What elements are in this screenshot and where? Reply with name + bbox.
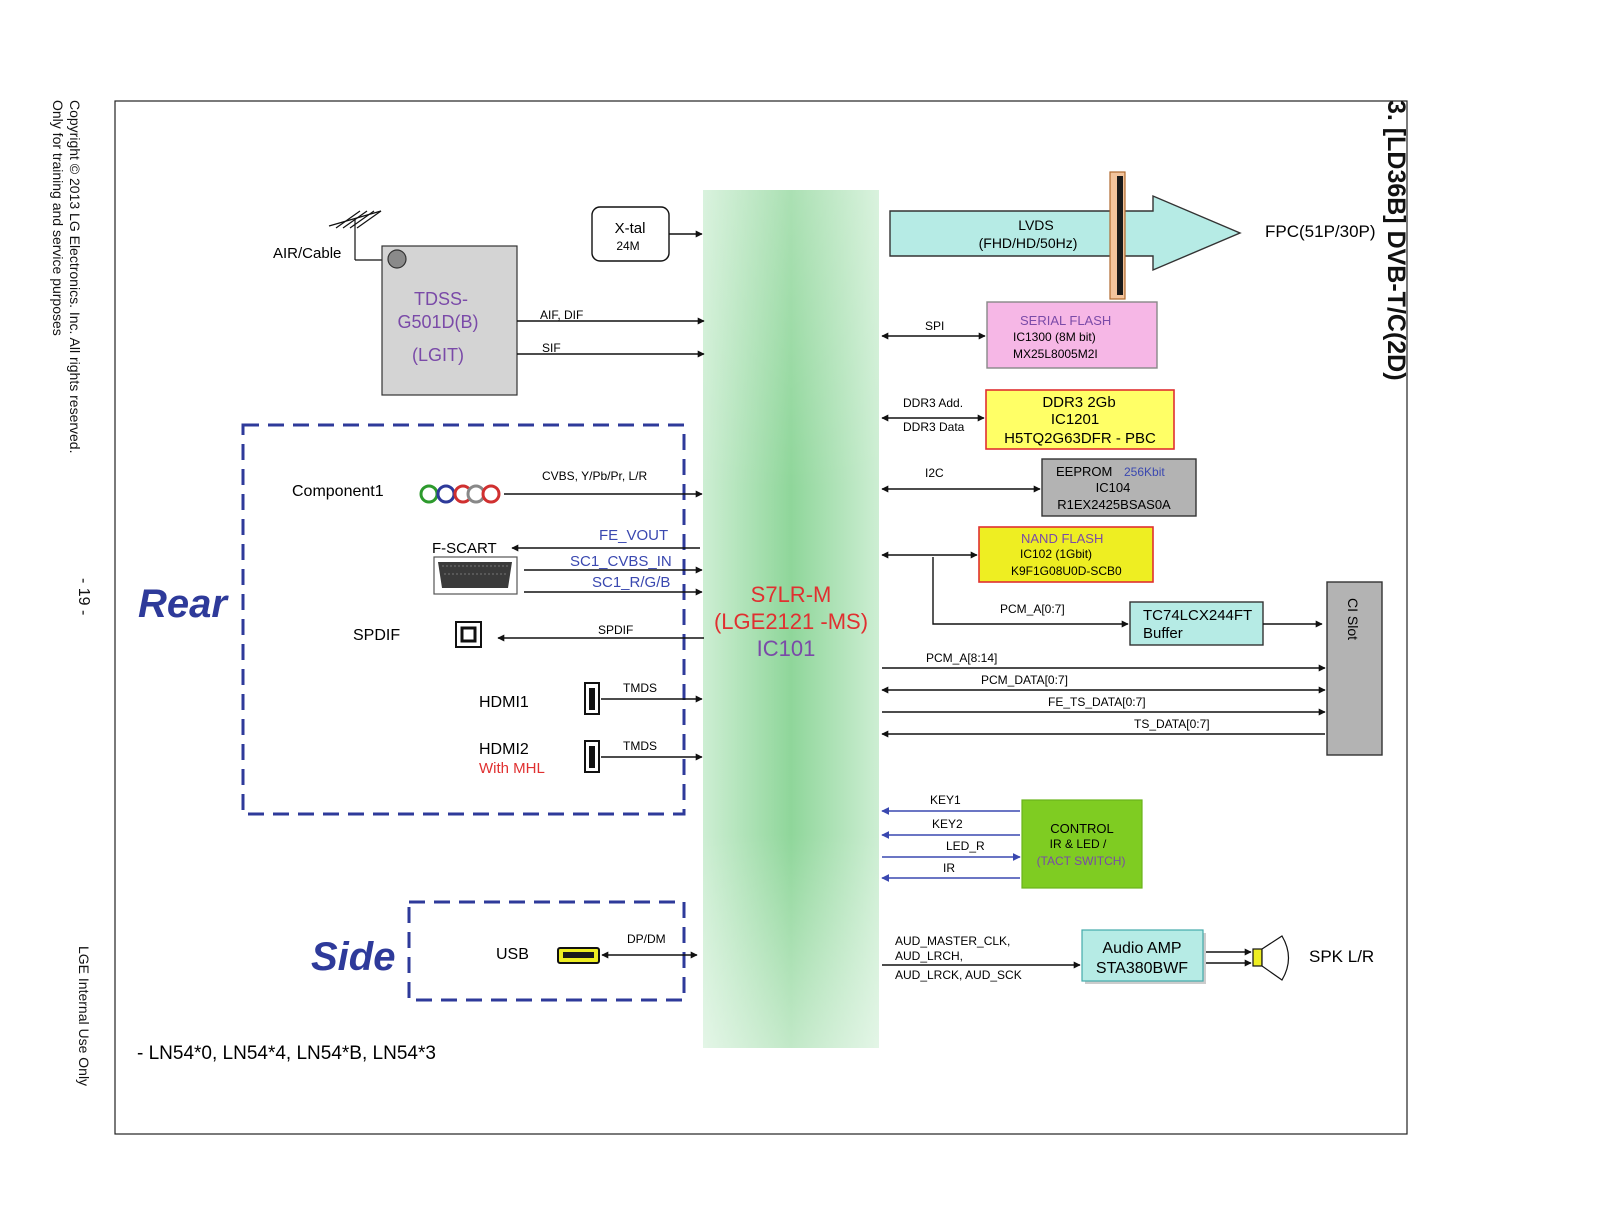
fpc-label: FPC(51P/30P) <box>1265 222 1376 241</box>
audio-amp-title: Audio AMP <box>1102 940 1181 957</box>
tuner-block: TDSS- G501D(B) (LGIT) <box>381 245 518 396</box>
sc1-cvbs-label: SC1_CVBS_IN <box>570 553 672 570</box>
ci-slot-block: CI Slot <box>1326 581 1383 756</box>
spdif-signal-label: SPDIF <box>598 623 633 637</box>
rf-connector-icon <box>387 249 407 269</box>
usb-signal-label: DP/DM <box>627 932 666 946</box>
hdmi2-label: HDMI2 <box>479 741 529 758</box>
speaker-icon <box>1252 935 1290 981</box>
sc1-rgb-label: SC1_R/G/B <box>592 574 670 591</box>
serial-flash-block: SERIAL FLASH IC1300 (8M bit) MX25L8005M2… <box>986 301 1158 369</box>
xtal-frequency: 24M <box>616 239 639 253</box>
eeprom-part: R1EX2425BSAS0A <box>1057 497 1171 512</box>
hdmi1-label: HDMI1 <box>479 694 529 711</box>
buffer-block: TC74LCX244FT Buffer <box>1129 601 1264 646</box>
spdif-label: SPDIF <box>353 627 400 644</box>
component-jacks-icon <box>419 484 501 504</box>
aif-dif-label: AIF, DIF <box>540 308 583 322</box>
page-frame <box>114 100 1408 1135</box>
key2-label: KEY2 <box>932 817 963 831</box>
xtal-block: X-tal 24M <box>591 206 670 262</box>
control-tact-switch: (TACT SWITCH) <box>1037 854 1126 868</box>
ci-slot-label: CI Slot <box>1345 598 1361 640</box>
hdmi2-mhl-label: With MHL <box>479 760 545 777</box>
models-note: - LN54*0, LN54*4, LN54*B, LN54*3 <box>137 1043 436 1064</box>
sif-label: SIF <box>542 341 561 355</box>
audio-sig-3: AUD_LRCK, AUD_SCK <box>895 968 1022 982</box>
led-r-label: LED_R <box>946 839 985 853</box>
lvds-format: (FHD/HD/50Hz) <box>979 235 1078 251</box>
audio-amp-block: Audio AMP STA380BWF <box>1081 929 1206 984</box>
pcm-a-low-line <box>932 557 1129 628</box>
hdmi2-port-icon <box>584 740 600 773</box>
ddr-part: H5TQ2G63DFR - PBC <box>1004 430 1156 447</box>
rear-group-box <box>241 423 686 816</box>
rear-group-label: Rear <box>138 582 229 626</box>
pcm-a-low-label: PCM_A[0:7] <box>1000 602 1065 616</box>
ddr-ic: IC1201 <box>1051 411 1099 428</box>
usb-label: USB <box>496 946 529 963</box>
scart-label: F-SCART <box>432 540 497 557</box>
control-title: CONTROL <box>1050 821 1114 836</box>
hdmi2-signal-label: TMDS <box>623 739 657 753</box>
nand-part: K9F1G08U0D-SCB0 <box>1011 564 1122 578</box>
audio-sig-1: AUD_MASTER_CLK, <box>895 934 1010 948</box>
buffer-part: TC74LCX244FT <box>1143 607 1252 624</box>
hdmi1-signal-label: TMDS <box>623 681 657 695</box>
control-block: CONTROL IR & LED / (TACT SWITCH) <box>1021 799 1143 889</box>
soc-name: S7LR-M <box>751 582 832 607</box>
soc-ic-ref: IC101 <box>757 636 816 661</box>
buffer-label: Buffer <box>1143 625 1183 642</box>
spdif-port-icon <box>455 621 482 648</box>
eeprom-ic: IC104 <box>1096 480 1131 495</box>
audio-sig-2: AUD_LRCH, <box>895 949 963 963</box>
eeprom-block: EEPROM 256Kbit IC104 R1EX2425BSAS0A <box>1041 458 1197 517</box>
serial-flash-part: MX25L8005M2I <box>1013 347 1098 361</box>
key1-label: KEY1 <box>930 793 961 807</box>
nand-ic: IC102 (1Gbit) <box>1020 547 1092 561</box>
hdmi1-port-icon <box>584 682 600 715</box>
speaker-label: SPK L/R <box>1309 947 1374 966</box>
control-ir-led: IR & LED / <box>1050 837 1107 851</box>
tuner-vendor: (LGIT) <box>412 345 464 365</box>
component-label: Component1 <box>292 483 384 500</box>
tuner-name-1: TDSS- <box>414 289 468 309</box>
scart-connector-icon <box>433 556 518 595</box>
fe-vout-label: FE_VOUT <box>599 527 668 544</box>
audio-amp-part: STA380BWF <box>1096 960 1188 977</box>
fe-ts-data-label: FE_TS_DATA[0:7] <box>1048 695 1146 709</box>
soc-part-number: (LGE2121 -MS) <box>714 609 868 634</box>
ddr-addr-label: DDR3 Add. <box>903 396 963 410</box>
side-group-label: Side <box>311 935 395 979</box>
side-group-box <box>407 900 686 1002</box>
component-signal-label: CVBS, Y/Pb/Pr, L/R <box>542 469 647 483</box>
ddr-block: DDR3 2Gb IC1201 H5TQ2G63DFR - PBC <box>985 389 1175 450</box>
pcm-data-label: PCM_DATA[0:7] <box>981 673 1068 687</box>
antenna-label: AIR/Cable <box>273 245 341 262</box>
serial-flash-title: SERIAL FLASH <box>1020 313 1111 328</box>
ddr-size: DDR3 2Gb <box>1042 394 1115 411</box>
ir-label: IR <box>943 861 955 875</box>
lvds-label: LVDS <box>1018 217 1054 233</box>
usb-port-icon <box>557 947 600 964</box>
serial-flash-ic: IC1300 (8M bit) <box>1013 330 1096 344</box>
xtal-name: X-tal <box>615 220 646 237</box>
lvds-output: LVDS (FHD/HD/50Hz) <box>889 171 1242 300</box>
tuner-name-2: G501D(B) <box>397 312 478 332</box>
spi-label: SPI <box>925 319 944 333</box>
i2c-label: I2C <box>925 466 944 480</box>
nand-block: NAND FLASH IC102 (1Gbit) K9F1G08U0D-SCB0 <box>978 526 1154 583</box>
pcm-a-high-label: PCM_A[8:14] <box>926 651 997 665</box>
ddr-data-label: DDR3 Data <box>903 420 965 434</box>
eeprom-title: EEPROM <box>1056 464 1112 479</box>
antenna-icon <box>328 210 395 261</box>
ts-data-label: TS_DATA[0:7] <box>1134 717 1210 731</box>
eeprom-size: 256Kbit <box>1124 465 1165 479</box>
main-soc-block: S7LR-M (LGE2121 -MS) IC101 <box>703 190 879 1048</box>
nand-title: NAND FLASH <box>1021 531 1103 546</box>
